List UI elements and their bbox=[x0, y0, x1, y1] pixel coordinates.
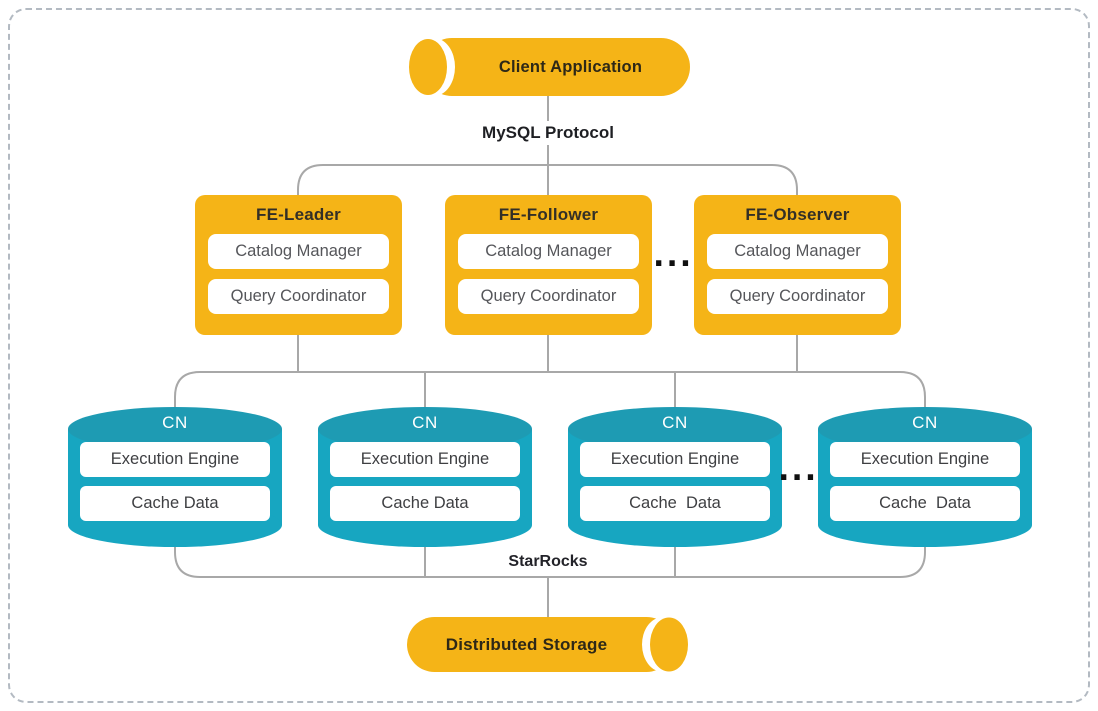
cn-title: CN bbox=[912, 413, 938, 432]
fe-down-lines bbox=[297, 335, 798, 372]
starrocks-label: StarRocks bbox=[478, 551, 618, 573]
execution-engine-box: Execution Engine bbox=[580, 442, 770, 477]
cache-data-box: Cache Data bbox=[80, 486, 270, 521]
cn-title: CN bbox=[412, 413, 438, 432]
fe-ellipsis-icon: ... bbox=[653, 239, 694, 274]
fe-bus-line bbox=[297, 164, 798, 196]
cache-data-box: Cache Data bbox=[580, 486, 770, 521]
client-cylinder-shape bbox=[409, 38, 690, 96]
catalog-manager-box: Catalog Manager bbox=[707, 234, 888, 269]
mysql-protocol-label: MySQL Protocol bbox=[462, 121, 634, 145]
cn-node-3: CN Execution Engine Cache Data bbox=[568, 407, 782, 547]
cache-data-box: Cache Data bbox=[830, 486, 1020, 521]
distributed-storage-label: Distributed Storage bbox=[445, 634, 608, 654]
cn-node-1: CN Execution Engine Cache Data bbox=[68, 407, 282, 547]
cn-title: CN bbox=[162, 413, 188, 432]
execution-engine-box: Execution Engine bbox=[830, 442, 1020, 477]
cn-title: CN bbox=[662, 413, 688, 432]
cn-bottom-lines bbox=[424, 545, 676, 577]
fe-observer-title: FE-Observer bbox=[745, 204, 850, 224]
query-coordinator-box: Query Coordinator bbox=[208, 279, 389, 314]
fe-follower-title: FE-Follower bbox=[498, 204, 599, 224]
execution-engine-box: Execution Engine bbox=[80, 442, 270, 477]
fe-follower-node: FE-Follower Catalog Manager Query Coordi… bbox=[445, 195, 652, 335]
cn-bus-line bbox=[174, 371, 926, 407]
catalog-manager-box: Catalog Manager bbox=[208, 234, 389, 269]
client-application-node: Client Application bbox=[407, 38, 690, 96]
cn-node-2: CN Execution Engine Cache Data bbox=[318, 407, 532, 547]
cn-ellipsis-icon: ... bbox=[778, 453, 819, 488]
cn-node-4: CN Execution Engine Cache Data bbox=[818, 407, 1032, 547]
query-coordinator-box: Query Coordinator bbox=[458, 279, 639, 314]
fe-leader-node: FE-Leader Catalog Manager Query Coordina… bbox=[195, 195, 402, 335]
storage-bus-line bbox=[174, 545, 926, 578]
client-application-label: Client Application bbox=[498, 57, 643, 76]
fe-observer-node: FE-Observer Catalog Manager Query Coordi… bbox=[694, 195, 901, 335]
fe-leader-title: FE-Leader bbox=[256, 204, 341, 224]
cn-drop-lines bbox=[424, 372, 676, 407]
cache-data-box: Cache Data bbox=[330, 486, 520, 521]
storage-cylinder-shape bbox=[407, 617, 688, 672]
distributed-storage-node: Distributed Storage bbox=[407, 617, 690, 672]
catalog-manager-box: Catalog Manager bbox=[458, 234, 639, 269]
query-coordinator-box: Query Coordinator bbox=[707, 279, 888, 314]
execution-engine-box: Execution Engine bbox=[330, 442, 520, 477]
